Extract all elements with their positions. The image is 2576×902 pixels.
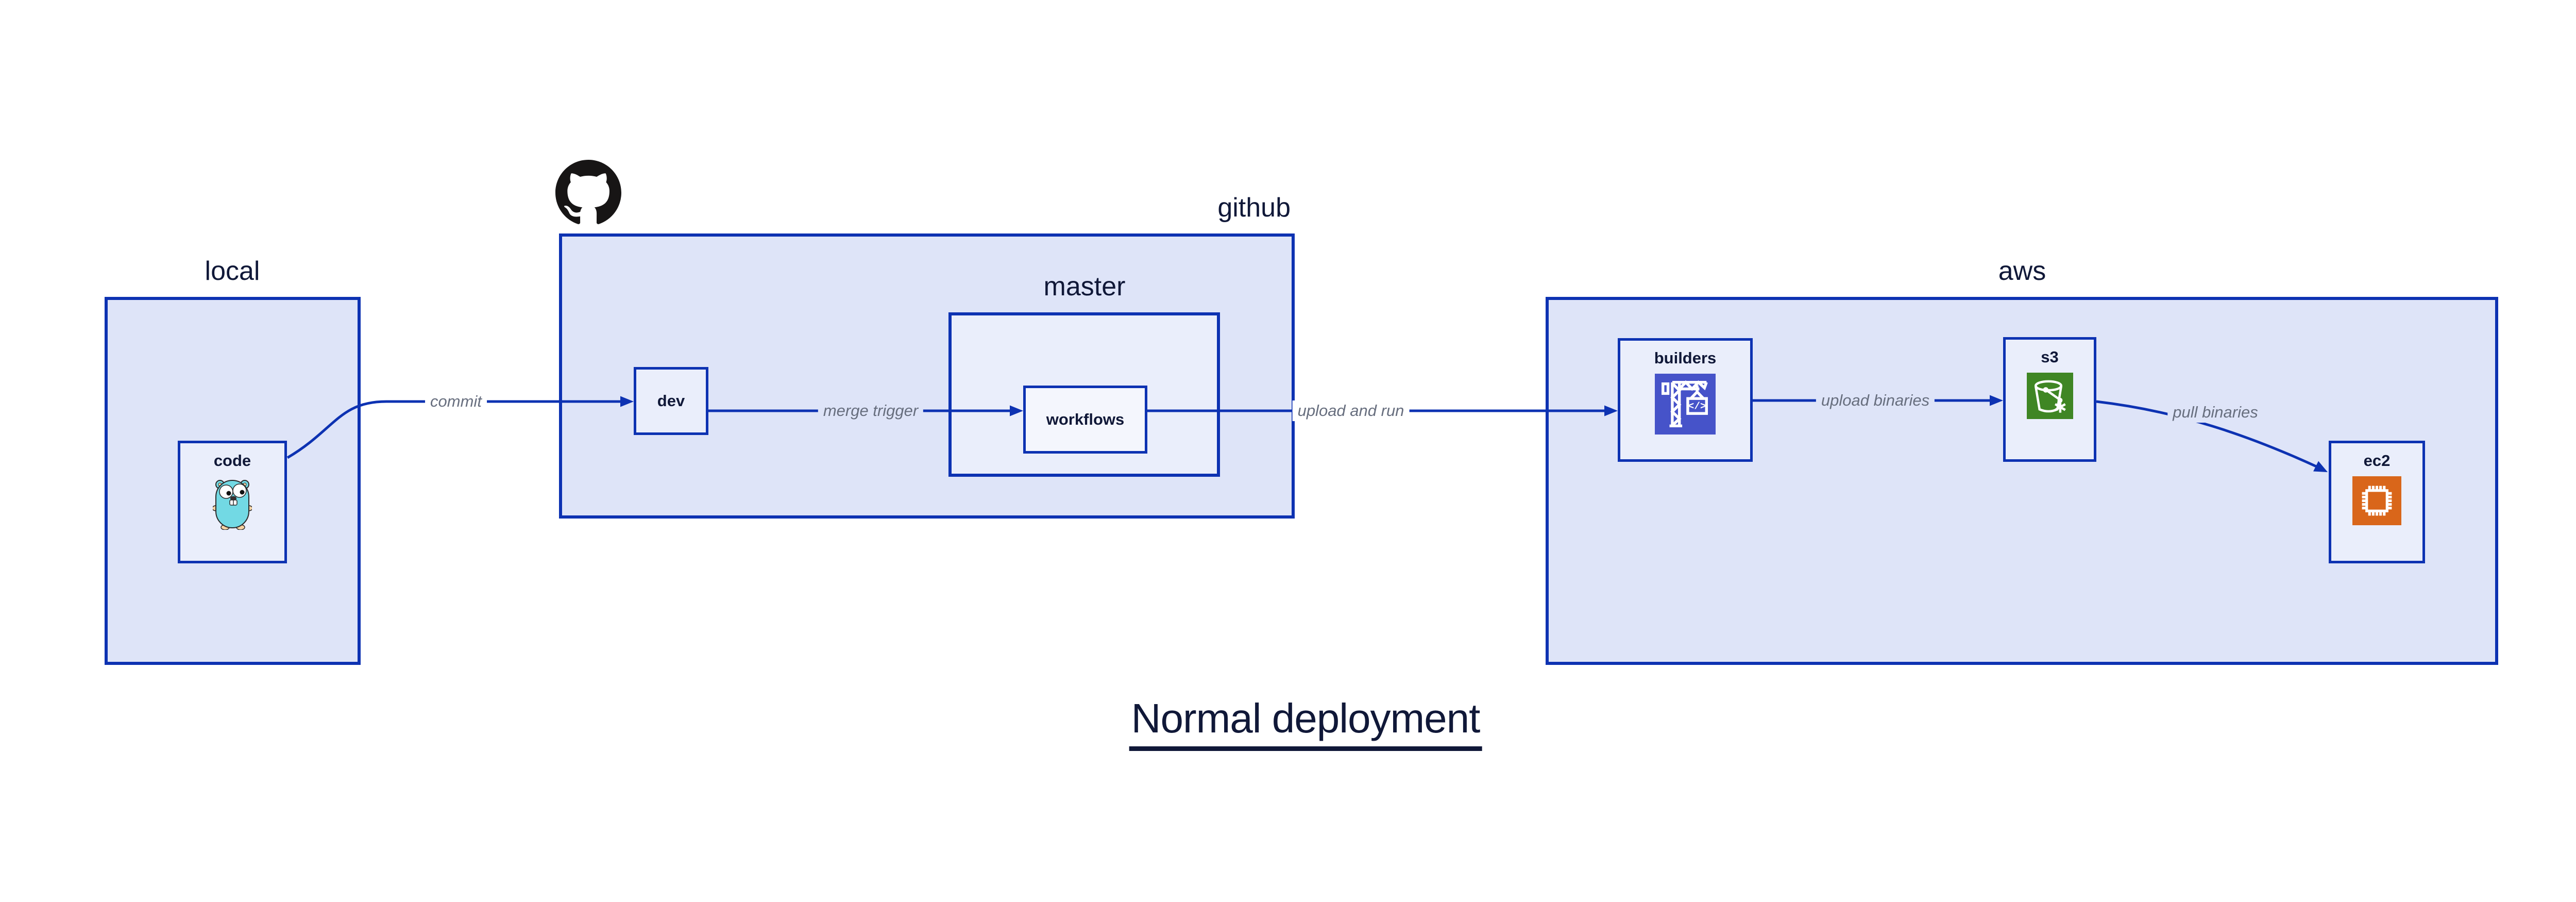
node-dev-label: dev [657, 392, 685, 410]
github-container-label: github [1217, 193, 1291, 223]
master-container-label: master [1043, 272, 1126, 302]
node-dev: dev [634, 367, 708, 435]
node-s3: s3 [2003, 337, 2096, 462]
edge-label-merge-trigger: merge trigger [818, 400, 924, 421]
aws-ec2-icon [2352, 476, 2401, 525]
aws-s3-glacier-icon [2026, 373, 2073, 419]
local-container-label: local [205, 256, 260, 286]
diagram-title: Normal deployment [1129, 695, 1482, 751]
node-workflows-label: workflows [1046, 410, 1125, 428]
node-s3-label: s3 [2041, 348, 2059, 366]
node-code-label: code [213, 452, 251, 470]
node-ec2-label: ec2 [2363, 452, 2391, 470]
node-code: code [178, 441, 287, 563]
aws-container-label: aws [1998, 256, 2046, 286]
node-builders: builders </> [1618, 338, 1753, 462]
node-ec2: ec2 [2329, 441, 2425, 563]
edge-label-upload-and-run: upload and run [1292, 400, 1410, 421]
edge-label-commit: commit [425, 391, 487, 412]
edge-label-upload-binaries: upload binaries [1816, 390, 1935, 411]
node-builders-label: builders [1654, 349, 1717, 367]
edge-label-pull-binaries: pull binaries [2167, 402, 2263, 423]
node-workflows: workflows [1023, 386, 1147, 454]
github-octocat-icon [555, 160, 621, 226]
svg-text:</>: </> [1688, 400, 1706, 412]
aws-codebuild-icon: </> [1655, 374, 1716, 435]
go-gopher-icon [213, 480, 252, 530]
